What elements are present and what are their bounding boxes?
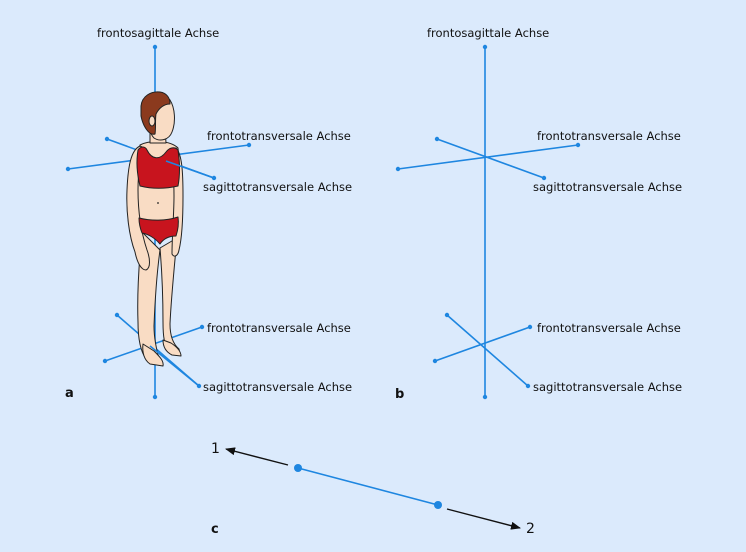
panel-a-lower-foreground-segment (149, 345, 200, 387)
panel-b-label-frontotransversal-lower: frontotransversale Achse (537, 321, 681, 335)
panel-b-label-sagittotransversal-upper: sagittotransversale Achse (533, 180, 682, 194)
panel-a-letter: a (65, 386, 74, 401)
panel-a-st-upper-left-point (104, 136, 110, 142)
panel-a-label-sagittotransversal-upper: sagittotransversale Achse (203, 180, 352, 194)
panel-a-label-frontotransversal-upper: frontotransversale Achse (207, 129, 351, 143)
panel-b-letter: b (395, 387, 404, 402)
panel-b-st-upper-left-point (434, 136, 440, 142)
panel-a-st-lower-left-point (114, 312, 120, 318)
panel-b-sagittotransversal-axis-lower (446, 314, 529, 387)
panel-b-fs-top-point (482, 44, 488, 50)
panel-a-st-upper-foreground-segment (165, 160, 215, 179)
panel-a-fs-bottom-point (152, 394, 158, 400)
panel-b-label-frontosagittal: frontosagittale Achse (427, 26, 549, 40)
panel-b-ft-lower-left-point (432, 358, 438, 364)
panel-a-fs-top-point (152, 44, 158, 50)
panel-a-ft-lower-right-point (199, 324, 205, 330)
panel-b-ft-upper-right-point (575, 142, 581, 148)
panel-b-st-lower-left-point (444, 312, 450, 318)
panel-c-arrow-2-label: 2 (526, 521, 535, 537)
panel-b-ft-lower-right-point (527, 324, 533, 330)
panel-c: 1 2 c (211, 441, 535, 537)
panel-b-st-lower-right-point (525, 383, 531, 389)
panel-b-label-sagittotransversal-lower: sagittotransversale Achse (533, 380, 682, 394)
panel-a: frontosagittale Achse frontotransversale… (65, 26, 352, 401)
panel-b-st-upper-right-point (541, 175, 547, 181)
panel-c-axis-segment (297, 467, 439, 506)
panel-a-ft-lower-left-point (102, 358, 108, 364)
panel-c-letter: c (211, 522, 219, 537)
panel-b-sagittotransversal-axis-upper (436, 138, 545, 179)
panel-c-arrow-1-label: 1 (211, 441, 220, 457)
panel-a-label-sagittotransversal-lower: sagittotransversale Achse (203, 380, 352, 394)
panel-c-arrow-1 (225, 447, 289, 466)
panel-c-point-2 (434, 501, 442, 509)
panel-a-ft-upper-left-point (65, 166, 71, 172)
human-figure-illustration (126, 91, 184, 367)
panel-b-fs-bottom-point (482, 394, 488, 400)
panel-b: frontosagittale Achse frontotransversale… (395, 26, 682, 402)
panel-b-ft-upper-left-point (395, 166, 401, 172)
panel-a-label-frontosagittal: frontosagittale Achse (97, 26, 219, 40)
panel-c-point-1 (294, 464, 302, 472)
panel-b-frontotransversal-axis-lower (434, 326, 531, 362)
panel-a-label-frontotransversal-lower: frontotransversale Achse (207, 321, 351, 335)
panel-a-ft-upper-right-point (246, 142, 252, 148)
panel-b-label-frontotransversal-upper: frontotransversale Achse (537, 129, 681, 143)
panel-c-arrow-2 (446, 508, 521, 530)
